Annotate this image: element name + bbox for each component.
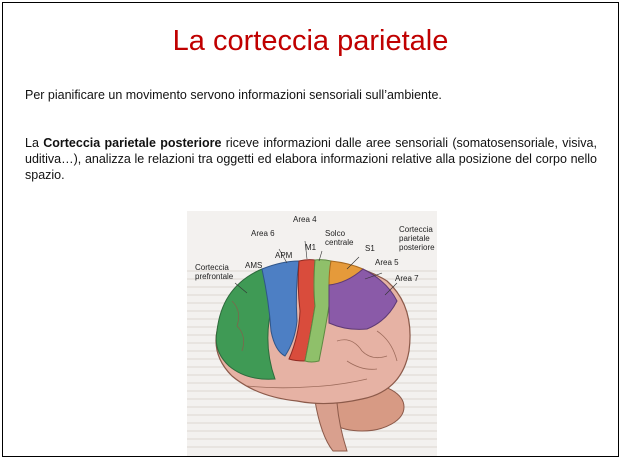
label-area-5: Area 5 [375, 258, 399, 267]
label-ams: AMS [245, 261, 263, 270]
label-apm: APM [275, 251, 293, 260]
paragraph-prefix: La [25, 136, 44, 150]
paragraph-parietal: La Corteccia parietale posteriore riceve… [25, 135, 597, 183]
label-s1: S1 [365, 244, 375, 253]
label-corteccia-prefrontale: Corteccia prefrontale [195, 263, 234, 281]
label-area-4: Area 4 [293, 215, 317, 224]
label-solco-centrale: Solco centrale [325, 229, 354, 247]
paragraph-bold-term: Corteccia parietale posteriore [43, 136, 222, 150]
label-area-6: Area 6 [251, 229, 275, 238]
label-area-7: Area 7 [395, 274, 419, 283]
slide-title: La corteccia parietale [172, 25, 449, 57]
label-m1: M1 [305, 243, 317, 252]
brain-illustration [215, 240, 411, 452]
label-corteccia-parietale: Corteccia parietale posteriore [399, 225, 435, 252]
paragraph-suffix: riceve informazioni dalle aree sensorial… [25, 136, 597, 182]
brain-figure: Area 6 Area 4 Solco centrale Corteccia p… [187, 211, 437, 456]
paragraph-intro: Per pianificare un movimento servono inf… [25, 88, 442, 102]
